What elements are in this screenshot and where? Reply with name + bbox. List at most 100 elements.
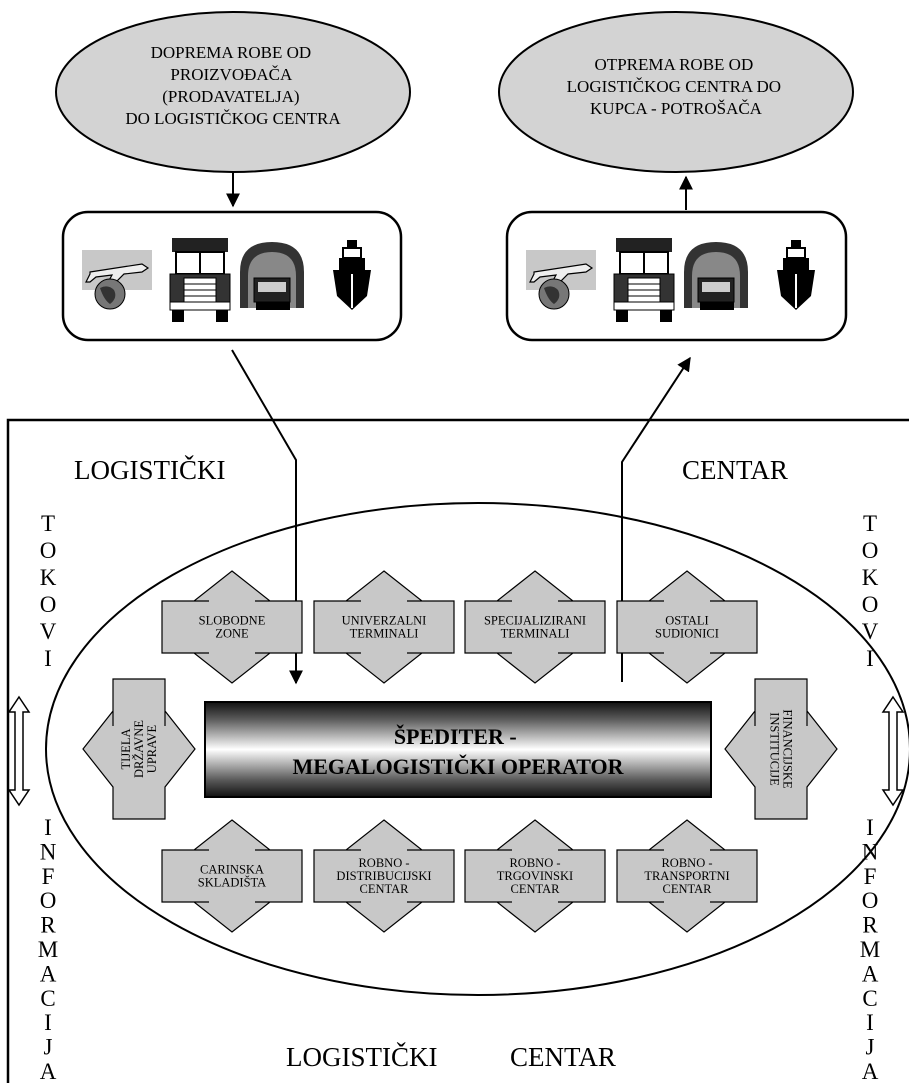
vertical-letter: A	[862, 1059, 879, 1083]
left-side-box-line: UPRAVE	[145, 724, 159, 773]
bottom-row-box-2-line: CENTAR	[511, 882, 561, 896]
vertical-letter: O	[862, 538, 879, 563]
tunnel-vehicle-icon	[684, 242, 748, 310]
bottom-row-box-2-line: TRGOVINSKI	[497, 869, 573, 883]
right-side-box-line: INSTITUCIJE	[768, 712, 782, 786]
top-row-box-2-line: TERMINALI	[501, 627, 570, 641]
vertical-letter: I	[866, 646, 874, 671]
vertical-letter: T	[863, 511, 877, 536]
bottom-row-box-1-line: ROBNO -	[358, 856, 409, 870]
right-side-box-line: FINANCIJSKE	[781, 709, 795, 789]
inbound-line-2: PROIZVOĐAČA	[170, 65, 293, 84]
inbound-line-3: (PRODAVATELJA)	[162, 87, 299, 106]
vertical-letter: A	[40, 961, 57, 986]
airplane-globe-icon	[526, 250, 596, 310]
vertical-letter: N	[40, 839, 57, 864]
top-row-box-1-line: UNIVERZALNI	[342, 614, 427, 628]
top-row-box-0-line: ZONE	[215, 627, 249, 641]
frame-label-bottom-right: CENTAR	[510, 1042, 616, 1072]
frame-label-top-right: CENTAR	[682, 455, 788, 485]
left-double-arrow	[7, 695, 31, 807]
bottom-row-box-3-line: TRANSPORTNI	[644, 869, 729, 883]
bottom-row-box-3-line: CENTAR	[663, 882, 713, 896]
inbound-ellipse: DOPREMA ROBE OD PROIZVOĐAČA (PRODAVATELJ…	[55, 11, 411, 173]
airplane-globe-icon	[82, 250, 152, 310]
top-row-box-2-line: SPECIJALIZIRANI	[484, 614, 586, 628]
ship-icon	[777, 240, 815, 310]
top-row-box-3-line: SUDIONICI	[655, 627, 719, 641]
top-row-box-0-line: SLOBODNE	[199, 614, 266, 628]
top-row-box-1-line: TERMINALI	[350, 627, 419, 641]
vertical-letter: R	[40, 913, 56, 938]
core-operator-bar: ŠPEDITER - MEGALOGISTIČKI OPERATOR	[204, 701, 712, 798]
svg-text:ŠPEDITER - MEGALOGISTIČK: ŠPEDITER - MEGALOGISTIČKI OPERATOR	[292, 724, 624, 779]
outbound-line-2: LOGISTIČKOG CENTRA DO	[567, 77, 781, 96]
logistics-center-frame	[6, 418, 909, 1083]
vertical-letter: F	[864, 864, 877, 889]
vertical-letter: R	[862, 913, 878, 938]
vertical-letter: V	[862, 619, 879, 644]
logistics-center-ellipse	[45, 502, 909, 996]
inbound-line-4: DO LOGISTIČKOG CENTRA	[125, 109, 341, 128]
vertical-letter: O	[862, 888, 879, 913]
outbound-ellipse: OTPREMA ROBE OD LOGISTIČKOG CENTRA DO KU…	[498, 11, 854, 173]
inbound-transport-box	[61, 210, 403, 342]
right-double-arrow	[881, 695, 905, 807]
vertical-letter: J	[866, 1035, 875, 1060]
vertical-letter: V	[40, 619, 57, 644]
vertical-letter: T	[41, 511, 55, 536]
vertical-letter: O	[40, 538, 57, 563]
outbound-transport-box	[505, 210, 848, 342]
svg-text:OTPREMA ROBE OD LOGISTIČ: OTPREMA ROBE OD LOGISTIČKOG CENTRA DO KU…	[567, 55, 786, 118]
vertical-letter: F	[42, 864, 55, 889]
vertical-letter: I	[44, 1010, 52, 1035]
vertical-letter: O	[40, 888, 57, 913]
vertical-letter: K	[40, 565, 57, 590]
vertical-letter: C	[40, 986, 55, 1011]
truck-icon	[613, 238, 675, 322]
vertical-letter: I	[866, 1010, 874, 1035]
frame-label-top-left: LOGISTIČKI	[74, 455, 225, 485]
truck-icon	[169, 238, 231, 322]
bottom-row-box-1-line: CENTAR	[360, 882, 410, 896]
vertical-letter: I	[44, 815, 52, 840]
core-line-2: MEGALOGISTIČKI OPERATOR	[292, 754, 624, 779]
vertical-letter: I	[44, 646, 52, 671]
tunnel-vehicle-icon	[240, 242, 304, 310]
bottom-row-box-0-line: SKLADIŠTA	[198, 876, 266, 890]
ship-icon	[333, 240, 371, 310]
bottom-row-box-3-line: ROBNO -	[661, 856, 712, 870]
vertical-letter: J	[44, 1035, 53, 1060]
vertical-letter: N	[862, 839, 879, 864]
bottom-row-box-1-line: DISTRIBUCIJSKI	[336, 869, 431, 883]
inbound-line-1: DOPREMA ROBE OD	[151, 43, 312, 62]
bottom-row-box-0-line: CARINSKA	[200, 863, 264, 877]
outbound-line-3: KUPCA - POTROŠAČA	[590, 99, 763, 118]
core-line-1: ŠPEDITER -	[394, 724, 517, 749]
bottom-row-box-2-line: ROBNO -	[509, 856, 560, 870]
vertical-letter: K	[862, 565, 879, 590]
top-row-box-3-line: OSTALI	[665, 614, 708, 628]
left-side-box-line: TIJELA	[119, 729, 133, 770]
vertical-letter: C	[862, 986, 877, 1011]
vertical-letter: M	[38, 937, 58, 962]
left-side-box-line: DRŽAVNE	[132, 720, 146, 778]
frame-label-bottom-left: LOGISTIČKI	[286, 1042, 437, 1072]
vertical-letter: I	[866, 815, 874, 840]
outbound-line-1: OTPREMA ROBE OD	[595, 55, 754, 74]
